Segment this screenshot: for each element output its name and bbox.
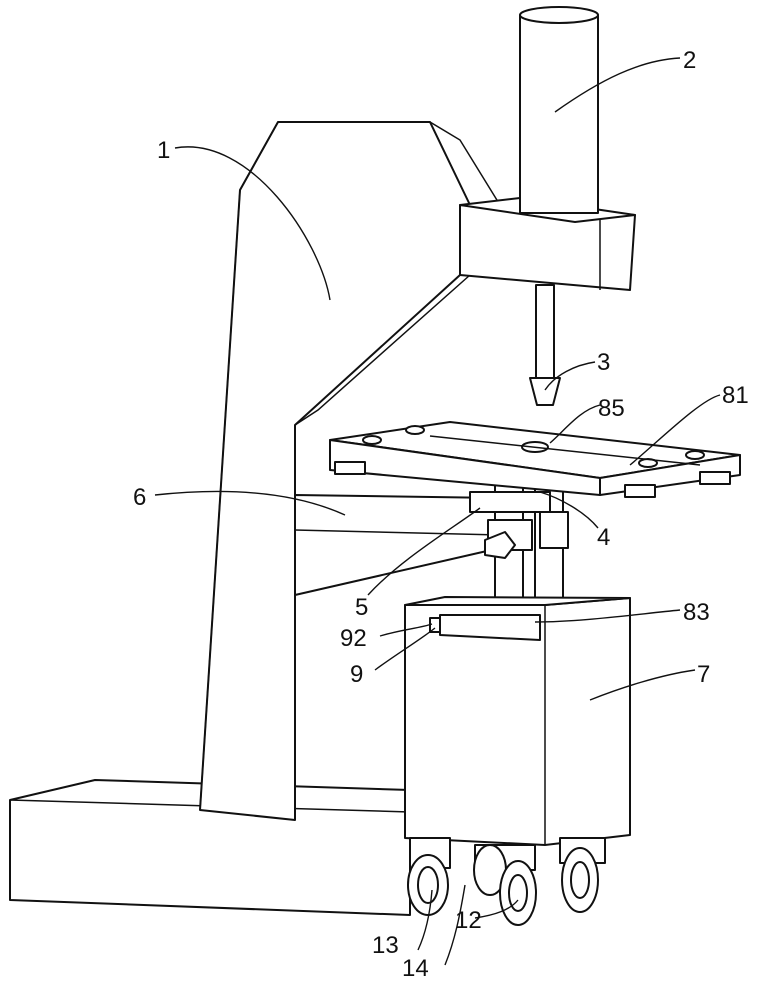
label-clamp-bolt: 5 [355,594,368,621]
press-rod [530,285,560,405]
label-cylinder: 2 [683,47,696,74]
base-box [405,597,630,845]
label-frame: 1 [157,137,170,164]
label-press-rod: 3 [597,349,610,376]
wheel-left [408,838,450,915]
label-side-pin: 92 [340,625,367,652]
wheel-right [560,838,605,912]
wheel-middle [474,845,536,925]
label-plate-hole: 85 [598,395,625,422]
label-plate-slot: 83 [683,599,710,626]
label-side-block: 9 [350,661,363,688]
label-top-plate: 81 [722,382,749,409]
label-support-column: 4 [597,524,610,551]
top-plate [330,422,740,497]
label-wheel-b: 13 [372,932,399,959]
label-base-box: 7 [697,661,710,688]
label-arm: 6 [133,484,146,511]
label-wheel-c: 14 [402,955,429,982]
label-wheel-a: 12 [455,907,482,934]
